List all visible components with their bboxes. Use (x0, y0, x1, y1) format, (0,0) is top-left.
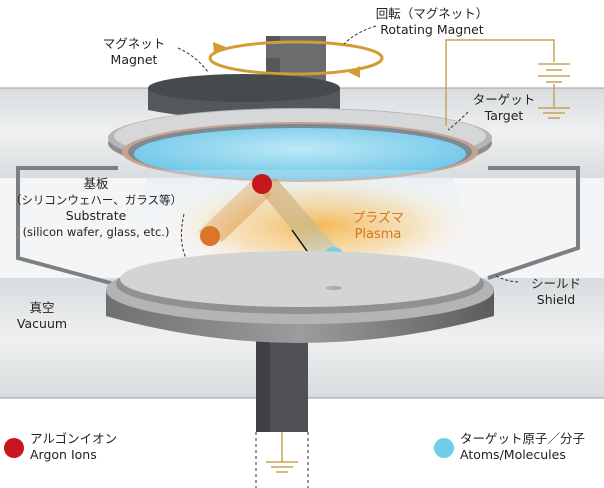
shield-left (16, 166, 119, 287)
legend-atoms-label-en: Atoms/Molecules (460, 447, 566, 462)
vacuum-label-en: Vacuum (17, 316, 67, 331)
rotation-arrow (208, 40, 384, 76)
substrate-sub-label-jp: （シリコンウェハー、ガラス等） (10, 193, 182, 207)
substrate-surface (120, 251, 480, 307)
legend-atoms-label-jp: ターゲット原子／分子 (460, 431, 585, 446)
power-wire (445, 39, 555, 126)
substrate-label-en: Substrate (66, 208, 127, 223)
legend-atoms-swatch (434, 438, 454, 458)
argon-beam (198, 180, 272, 242)
rotating-magnet-label-en: Rotating Magnet (380, 22, 484, 37)
magnet-label-jp: マグネット (103, 36, 166, 51)
argon-incoming-particle (200, 226, 220, 246)
plasma-label-jp: プラズマ (352, 210, 404, 226)
target-label-en: Target (484, 108, 524, 123)
shield-label-en: Shield (537, 292, 575, 307)
substrate-label-jp: 基板 (83, 176, 109, 191)
rotating-magnet-label-jp: 回転（マグネット） (376, 6, 489, 21)
magnet-label-en: Magnet (111, 52, 158, 67)
atom-beam (256, 178, 342, 262)
plasma-label-en: Plasma (355, 227, 402, 242)
shield-label-jp: シールド (531, 276, 581, 291)
legend-argon-swatch (4, 438, 24, 458)
shield-right (487, 166, 580, 280)
substrate-sub-label-en: (silicon wafer, glass, etc.) (23, 225, 170, 239)
argon-ion-particle (252, 174, 272, 194)
target-label-jp: ターゲット (473, 92, 536, 107)
target-disc (134, 128, 466, 180)
legend-argon-label-en: Argon Ions (30, 447, 97, 462)
legend-argon-label-jp: アルゴンイオン (30, 431, 117, 446)
vacuum-label-jp: 真空 (29, 300, 54, 315)
